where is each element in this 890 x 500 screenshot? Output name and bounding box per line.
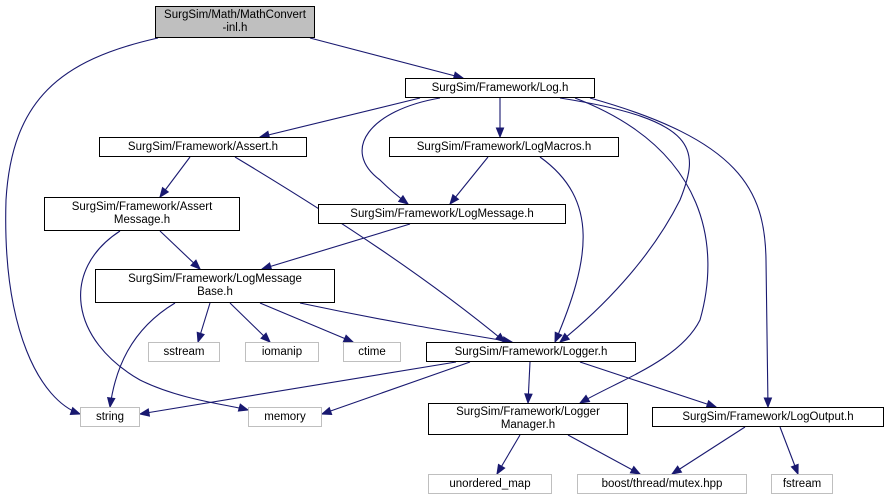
node-unordered-map[interactable]: unordered_map [428,474,552,494]
node-logmacros[interactable]: SurgSim/Framework/LogMacros.h [389,137,619,157]
edge-loggermanager-mutex [567,434,641,475]
edge-assertmessage-memory [80,230,249,411]
arrowhead-mathconvert-string [69,406,82,415]
arrowhead-assert-assertmessage [159,186,170,199]
edge-log-loggermanager [574,97,709,404]
node-logoutput[interactable]: SurgSim/Framework/LogOutput.h [652,407,884,427]
node-fstream[interactable]: fstream [771,474,833,494]
edge-logmessagebase-logger [299,302,513,343]
node-assert[interactable]: SurgSim/Framework/Assert.h [99,137,307,157]
arrowhead-logmessagebase-ctime [342,334,355,343]
node-mutex[interactable]: boost/thread/mutex.hpp [577,474,747,494]
node-logger[interactable]: SurgSim/Framework/Logger.h [426,342,636,362]
edge-logger-memory [321,361,471,415]
node-logmessagebase[interactable]: SurgSim/Framework/LogMessage Base.h [95,269,335,303]
edge-logoutput-mutex [671,426,746,475]
arrowhead-logger-loggermanager [524,393,533,405]
arrowhead-log-loggermanager [578,394,591,404]
arrowhead-loggermanager-unordered-map [496,463,506,476]
edge-logmacros-logmessage [449,156,489,205]
node-string[interactable]: string [80,407,140,427]
arrowhead-logmacros-logmessage [449,193,460,206]
arrowhead-logmessagebase-sstream [196,331,205,344]
edge-logger-string [139,361,457,415]
arrowhead-logoutput-fstream [790,463,799,476]
node-assertmessage[interactable]: SurgSim/Framework/Assert Message.h [44,197,240,231]
arrowhead-logmessagebase-string [106,397,116,409]
edge-log-logmessage [361,97,441,205]
arrowhead-logoutput-mutex [670,465,683,475]
node-logmessage[interactable]: SurgSim/Framework/LogMessage.h [318,204,566,224]
edge-log-logoutput [589,97,769,408]
arrowhead-loggermanager-mutex [629,465,642,475]
edge-logmacros-logger [539,156,584,343]
node-sstream[interactable]: sstream [148,342,220,362]
node-mathconvert[interactable]: SurgSim/Math/MathConvert -inl.h [155,6,315,38]
arrowhead-log-logmacros [495,127,505,139]
edge-logmessagebase-string [109,302,176,408]
arrowhead-log-logger [558,332,571,343]
node-log[interactable]: SurgSim/Framework/Log.h [405,78,595,98]
node-ctime[interactable]: ctime [343,342,401,362]
arrowhead-logmessagebase-iomanip [260,332,271,343]
edge-assert-logger [234,156,506,343]
arrowhead-assertmessage-memory [237,403,250,412]
arrowhead-logger-string [138,408,151,417]
arrowhead-logmacros-logger [554,331,563,344]
arrowhead-log-logmessage [397,194,410,205]
node-iomanip[interactable]: iomanip [245,342,319,362]
node-loggermanager[interactable]: SurgSim/Framework/Logger Manager.h [428,403,628,435]
edge-logger-logoutput [579,361,717,408]
arrowhead-log-logoutput [763,397,773,409]
edge-mathconvert-log [309,37,464,79]
edge-logmessagebase-ctime [259,302,354,343]
edge-log-logger [559,97,690,343]
node-memory[interactable]: memory [248,407,322,427]
dependency-edges [5,37,799,476]
edge-log-assert [259,97,421,138]
edge-logmessage-logmessagebase [261,223,411,270]
arrowhead-assertmessage-logmessagebase [190,259,201,270]
arrowhead-logger-memory [320,406,333,415]
edge-mathconvert-string [5,37,159,415]
